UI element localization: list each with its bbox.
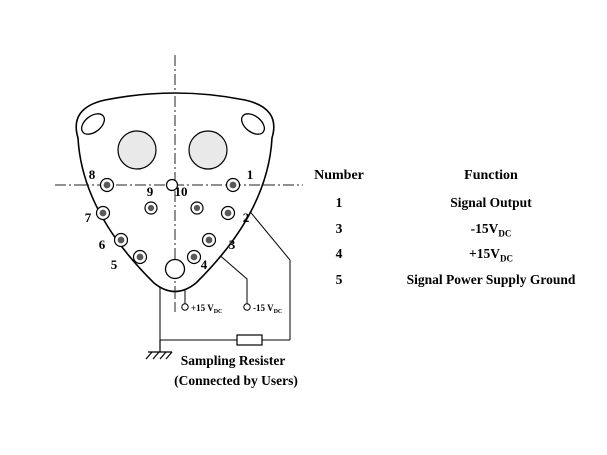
row-number: 3 [335,220,343,236]
pin-5-label: 5 [111,257,118,272]
row-number: 1 [335,195,343,210]
row-function-text: -15V [470,220,499,236]
plus15-terminal [181,303,189,311]
table-row: 3 -15VDC [300,221,604,239]
table-row: 4 +15VDC [300,246,604,264]
mounting-hole-right [240,113,266,135]
sampling-resistor [236,334,263,346]
center-guide-hole [165,178,179,192]
pin-3-label: 3 [229,237,236,252]
table-header-function: Function [464,168,518,183]
table-header-row: Number Function [300,168,604,184]
pin-10 [190,201,204,215]
plus15-terminal-label: +15 VDC [191,303,222,315]
pin-6 [113,232,129,248]
pin-7 [95,205,111,221]
pin-2 [220,205,236,221]
table-row: 1 Signal Output [300,195,604,213]
pin-3 [201,232,217,248]
table-header-number: Number [314,168,364,183]
row-number: 4 [335,246,343,262]
large-hole-left [117,130,157,170]
mounting-hole-left [80,113,106,135]
minus15-terminal-label: -15 VDC [253,303,282,315]
row-function: -15VDC [378,221,604,239]
row-function-text: Signal Output [450,195,532,210]
pin-4-label: 4 [201,257,208,272]
minus15-terminal [243,303,251,311]
pins [95,177,241,265]
pin-1-label: 1 [247,167,254,182]
row-function-sub: DC [498,228,512,239]
pin-2-label: 2 [243,210,250,225]
pin-6-label: 6 [99,237,106,252]
signal-output-wire [232,190,291,340]
pin-8-label: 8 [89,167,96,182]
row-function-text: Signal Power Supply Ground [406,272,576,288]
pin-7-label: 7 [85,210,92,225]
caption-line1: Sampling Resister [181,353,286,368]
minus15-wire [208,245,248,304]
large-hole-right [188,130,228,170]
row-number: 5 [335,272,343,288]
pin-4 [186,249,202,265]
table-row: 5 Signal Power Supply Ground [300,272,604,290]
keying-hole [164,258,186,280]
row-function: Signal Output [378,195,604,213]
pin-1 [225,177,241,193]
row-function: Signal Power Supply Ground [378,272,604,290]
row-function-text: +15V [469,246,500,262]
pin-5 [132,249,148,265]
pin-labels: 1 2 3 4 5 6 7 8 9 10 [85,167,254,272]
pin-9-label: 9 [147,184,154,199]
row-function-sub: DC [499,254,513,265]
pin-function-table: Number Function 1 Signal Output 3 -15VDC… [300,168,604,298]
caption-line2: (Connected by Users) [174,373,298,388]
pin-8 [99,177,115,193]
ground-symbol [145,340,173,360]
pin-9 [144,201,158,215]
row-function: +15VDC [378,246,604,264]
pin-10-label: 10 [175,184,188,199]
